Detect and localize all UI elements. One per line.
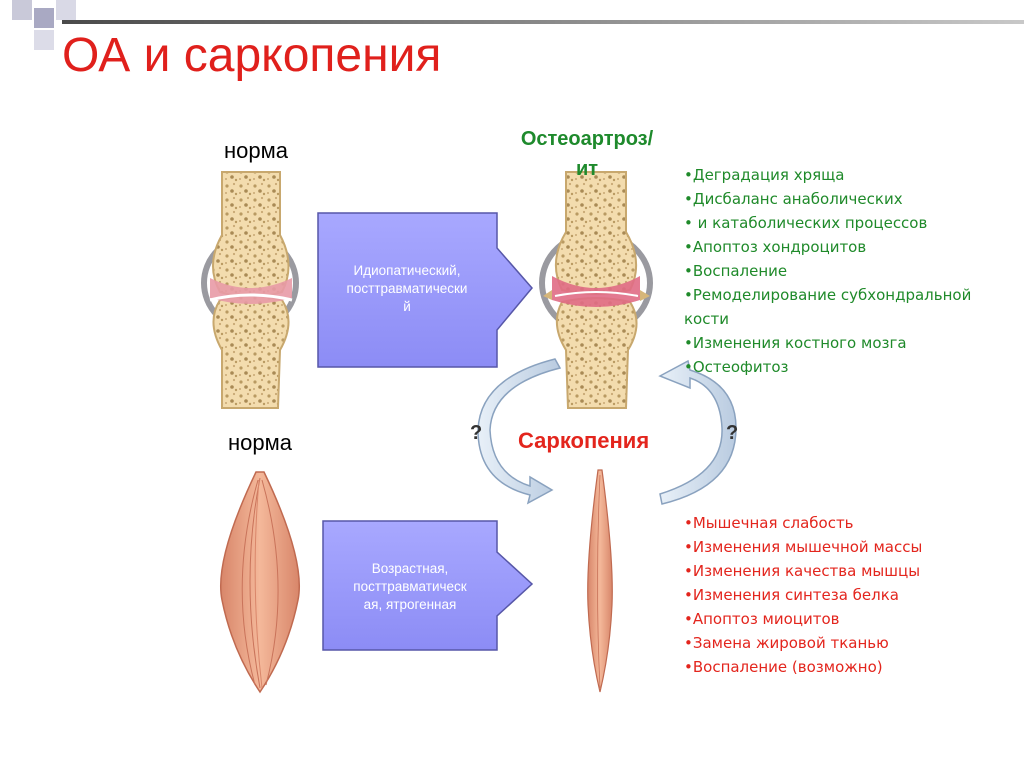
sarcopenia-cause-arrow [322, 520, 534, 651]
osteoarthritis-title: Остеоартроз/ ит [497, 124, 677, 184]
list-item: •Изменения костного мозга [684, 334, 907, 352]
norm-label-top: норма [224, 138, 288, 163]
list-item: •Остеофитоз [684, 358, 789, 376]
oa-cause-line1: Идиопатический, [353, 263, 461, 278]
sarc-cause-line3: ая, ятрогенная [363, 597, 457, 612]
list-item: кости [684, 310, 729, 328]
list-item: •Ремоделирование субхондральной [684, 286, 972, 304]
list-item: •Воспаление [684, 262, 788, 280]
list-item: •Мышечная слабость [684, 514, 854, 532]
list-item: • и катаболических процессов [684, 214, 928, 232]
oa-cause-arrow [317, 212, 533, 368]
question-mark-left: ? [470, 422, 483, 444]
list-item: •Деградация хряща [684, 166, 845, 184]
oa-cause-line2: посттравматически [346, 281, 468, 296]
corner-square-2 [34, 8, 54, 28]
norm-label-bottom: норма [228, 430, 292, 455]
sarc-cause-line2: посттравматическ [353, 579, 467, 594]
sarc-cause-line1: Возрастная, [371, 561, 449, 576]
list-item: •Апоптоз миоцитов [684, 610, 840, 628]
list-item: •Воспаление (возможно) [684, 658, 883, 676]
oa-cause-text: Идиопатический, посттравматически й [322, 262, 492, 316]
osteoarthritis-joint-icon [539, 171, 653, 409]
oa-title-line2: ит [575, 158, 599, 180]
page-title: ОА и саркопения [62, 29, 442, 82]
corner-square-3 [56, 0, 76, 20]
oa-cause-line3: й [403, 299, 411, 314]
oa-feature-list: •Деградация хряща •Дисбаланс анаболическ… [684, 163, 971, 379]
list-item: •Замена жировой тканью [684, 634, 889, 652]
title-rule [62, 20, 1024, 24]
list-item: •Изменения качества мышцы [684, 562, 921, 580]
normal-joint-icon [201, 171, 299, 409]
curved-arrows [477, 358, 737, 505]
atrophied-muscle-icon [587, 469, 613, 693]
list-item: •Дисбаланс анаболических [684, 190, 903, 208]
corner-square-1 [12, 0, 32, 20]
sarcopenia-cause-text: Возрастная, посттравматическ ая, ятроген… [326, 560, 494, 614]
oa-title-line1: Остеоартроз/ [520, 128, 654, 150]
question-mark-right: ? [726, 422, 739, 444]
normal-muscle-icon [219, 471, 301, 694]
list-item: •Апоптоз хондроцитов [684, 238, 867, 256]
sarcopenia-feature-list: •Мышечная слабость •Изменения мышечной м… [684, 511, 922, 679]
list-item: •Изменения синтеза белка [684, 586, 899, 604]
corner-square-4 [34, 30, 54, 50]
sarcopenia-title: Саркопения [518, 428, 650, 453]
list-item: •Изменения мышечной массы [684, 538, 923, 556]
